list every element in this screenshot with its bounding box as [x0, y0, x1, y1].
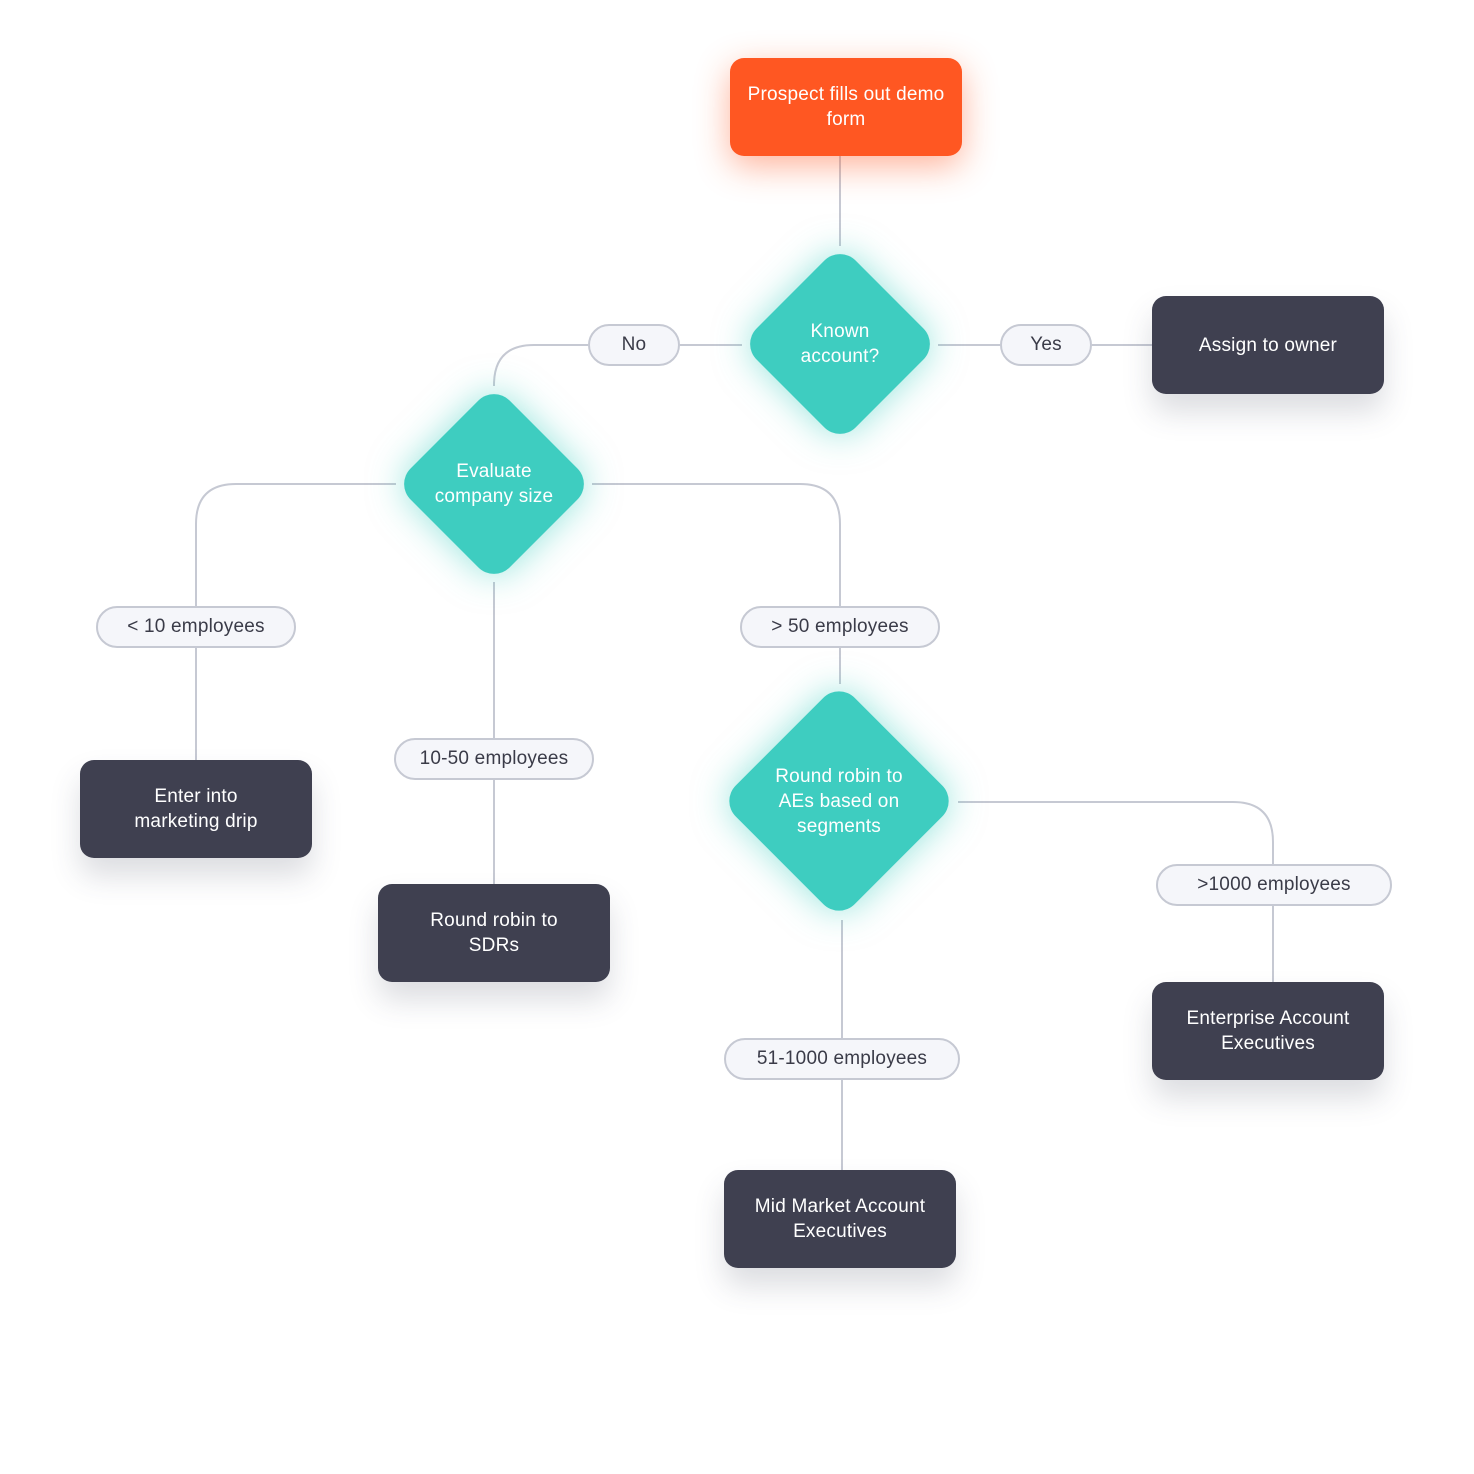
decision-known-account[interactable]: Known account? — [690, 194, 990, 494]
decision-company-size-label: Evaluate company size — [434, 461, 554, 507]
connector-no-to-evaluate — [493, 344, 588, 386]
branch-10-50-employees[interactable]: 10-50 employees — [394, 738, 594, 780]
outcome-round-robin-sdrs-label: Round robin to SDRs — [430, 910, 558, 956]
outcome-enterprise-aes-label: Enterprise Account Executives — [1186, 1008, 1350, 1054]
outcome-marketing-drip-label: Enter into marketing drip — [134, 786, 258, 832]
outcome-assign-to-owner-label: Assign to owner — [1198, 334, 1338, 356]
connector-evaluate-to-lt10 — [195, 483, 396, 606]
branch-gt-1000-label: >1000 employees — [1197, 874, 1351, 895]
connector-evaluate-to-gt50 — [592, 483, 841, 606]
start-node-label: Prospect fills out demo form — [747, 84, 945, 130]
outcome-mid-market-aes-label: Mid Market Account Executives — [754, 1196, 926, 1242]
branch-51-1000-employees[interactable]: 51-1000 employees — [724, 1038, 960, 1080]
branch-yes[interactable]: Yes — [1000, 324, 1092, 366]
decision-known-account-label: Known account? — [800, 321, 880, 367]
branch-51-1000-label: 51-1000 employees — [756, 1048, 928, 1069]
decision-round-robin-aes[interactable]: Round robin to AEs based on segments — [664, 626, 1014, 976]
connector-round-robin-to-gt1000 — [958, 801, 1274, 864]
branch-no-label: No — [621, 334, 647, 355]
outcome-assign-to-owner[interactable]: Assign to owner — [1152, 296, 1384, 394]
decision-evaluate-company-size[interactable]: Evaluate company size — [344, 334, 644, 634]
branch-10-50-label: 10-50 employees — [419, 748, 569, 769]
outcome-round-robin-sdrs[interactable]: Round robin to SDRs — [378, 884, 610, 982]
branch-no[interactable]: No — [588, 324, 680, 366]
outcome-mid-market-aes[interactable]: Mid Market Account Executives — [724, 1170, 956, 1268]
branch-lt-10-label: < 10 employees — [127, 616, 265, 637]
branch-lt-10-employees[interactable]: < 10 employees — [96, 606, 296, 648]
branch-yes-label: Yes — [1030, 334, 1062, 355]
start-node-demo-form[interactable]: Prospect fills out demo form — [730, 58, 962, 156]
branch-gt-50-employees[interactable]: > 50 employees — [740, 606, 940, 648]
outcome-enterprise-aes[interactable]: Enterprise Account Executives — [1152, 982, 1384, 1080]
branch-gt-1000-employees[interactable]: >1000 employees — [1156, 864, 1392, 906]
outcome-marketing-drip[interactable]: Enter into marketing drip — [80, 760, 312, 858]
decision-round-robin-aes-label: Round robin to AEs based on segments — [775, 765, 903, 837]
branch-gt-50-label: > 50 employees — [771, 616, 909, 637]
